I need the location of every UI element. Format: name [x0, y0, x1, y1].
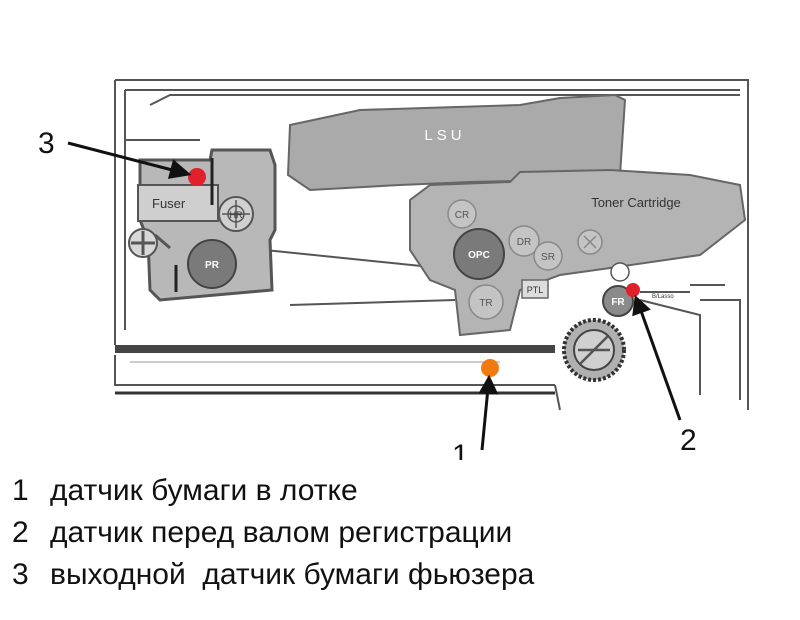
- idle-roller: [610, 262, 630, 282]
- lsu-label: LSU: [424, 127, 465, 144]
- sr-label: SR: [541, 252, 555, 263]
- dr-roller: [508, 225, 540, 257]
- callout-1: 1: [452, 439, 469, 460]
- callout-3: 3: [38, 127, 55, 160]
- legend-text: выходной датчик бумаги фьюзера: [50, 558, 535, 591]
- pr-roller: [187, 239, 237, 289]
- tr-roller: [468, 284, 504, 320]
- tr-label: TR: [479, 298, 492, 309]
- legend: 1 датчик бумаги в лотке 2 датчик перед вал…: [12, 470, 792, 596]
- fuser-label-box: [137, 184, 219, 222]
- cr-roller: [447, 199, 477, 229]
- legend-number: 3: [12, 558, 29, 591]
- legend-item: 1 датчик бумаги в лотке: [12, 470, 792, 512]
- paper-tray: [114, 345, 561, 411]
- fr-label: FR: [611, 297, 625, 308]
- fr-roller: [602, 285, 634, 317]
- dr-label: DR: [517, 237, 531, 248]
- arrow-head-3: [167, 159, 192, 179]
- toner-cartridge-label: Toner Cartridge: [591, 195, 681, 210]
- sr-roller: [533, 241, 563, 271]
- legend-text: датчик перед валом регистрации: [50, 516, 513, 549]
- pr-label: PR: [205, 260, 220, 271]
- legend-item: 3 выходной датчик бумаги фьюзера: [12, 554, 792, 596]
- arrow-head-1: [478, 374, 499, 395]
- callout-numbers: 3 1 2: [38, 127, 697, 460]
- fuser-exit-sensor: [188, 168, 206, 186]
- legend-text: датчик бумаги в лотке: [50, 474, 358, 507]
- callout-2: 2: [680, 424, 697, 457]
- fuser-label: Fuser: [152, 196, 186, 211]
- printer-cross-section: LSU Toner Cartridge CR OPC DR SR TR PTL: [38, 79, 749, 460]
- tray-paper-sensor: [481, 359, 499, 377]
- legend-item: 2 датчик перед валом регистрации: [12, 512, 792, 554]
- cr-label: CR: [455, 210, 469, 221]
- sensor-tag-label: B/Lasso: [652, 294, 674, 300]
- ptl-lamp: [521, 279, 549, 299]
- hr-label: HR: [230, 210, 243, 220]
- registration-assembly: FR B/Lasso: [562, 262, 725, 395]
- arrow-head-2: [632, 294, 651, 317]
- cartridge-rollers: CR OPC DR SR TR PTL: [447, 199, 603, 320]
- callout-arrows: [67, 141, 682, 451]
- sensors: [188, 168, 640, 377]
- opc-drum: [453, 228, 505, 280]
- fuser-unit: Fuser HR PR: [128, 148, 277, 302]
- legend-number: 1: [12, 474, 29, 507]
- opc-label: OPC: [468, 250, 490, 261]
- pre-registration-sensor: [626, 283, 640, 297]
- machine-frame: [114, 79, 749, 410]
- ptl-label: PTL: [527, 285, 544, 295]
- legend-number: 2: [12, 516, 29, 549]
